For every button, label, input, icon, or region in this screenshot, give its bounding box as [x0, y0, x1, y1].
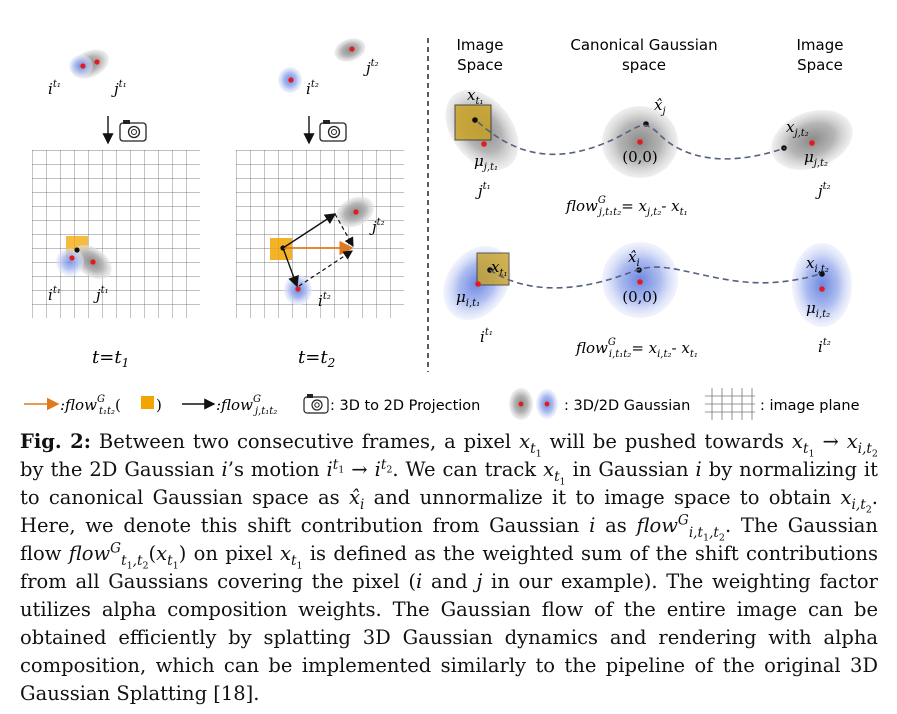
panel-middle: jt₂ it₂ jt₂ it₂ t=t2	[236, 38, 404, 370]
svg-text:x̂j: x̂j	[654, 96, 666, 117]
figure-label: Fig. 2:	[20, 430, 91, 453]
svg-text:it₁: it₁	[480, 327, 493, 346]
panel-left: it₁ jt₁ it₁ jt₁ t=t1	[32, 49, 200, 370]
svg-text:it₂: it₂	[306, 79, 319, 98]
svg-text:Image: Image	[797, 36, 844, 54]
svg-text:μj,t₂: μj,t₂	[804, 148, 828, 169]
camera-icon	[119, 120, 147, 142]
camera-icon-2	[319, 120, 347, 142]
svg-text:jt₁: jt₁	[475, 181, 491, 200]
svg-text:it₁: it₁	[48, 79, 61, 98]
row-gaussian-j: xt₁ μj,t₁ jt₁ x̂j (0,0) xj,t₂ μj,t₂ jt₂ …	[445, 86, 853, 218]
svg-text:): )	[156, 396, 162, 414]
panel-right: Image Space Canonical Gaussian space Ima…	[443, 36, 853, 360]
svg-text:μj,t₁: μj,t₁	[474, 152, 498, 173]
svg-text:Space: Space	[797, 56, 843, 74]
svg-text:: 3D/2D Gaussian: : 3D/2D Gaussian	[564, 398, 690, 414]
svg-text:xt₁: xt₁	[491, 258, 508, 279]
svg-text:jt₂: jt₂	[363, 58, 379, 77]
figure-caption: Fig. 2: Between two consecutive frames, …	[20, 428, 878, 708]
caption-text: Between two consecutive frames, a pixel …	[20, 430, 878, 705]
figure-diagram: it₁ jt₁ it₁ jt₁ t=t1 jt₂ it₂	[24, 36, 860, 420]
svg-text:it₂: it₂	[818, 337, 831, 356]
svg-text:it₁: it₁	[48, 285, 61, 304]
svg-text:Space: Space	[457, 56, 503, 74]
svg-text:Image: Image	[457, 36, 504, 54]
svg-text:x̂i: x̂i	[628, 248, 640, 269]
svg-text:jt₂: jt₂	[815, 181, 831, 200]
camera-legend-icon	[303, 394, 329, 414]
svg-text:space: space	[622, 56, 666, 74]
svg-text:flowGi,t₁t₂= xi,t₂- xt₁: flowGi,t₁t₂= xi,t₂- xt₁	[575, 337, 698, 360]
svg-text:(0,0): (0,0)	[622, 148, 658, 166]
svg-text:: image plane: : image plane	[760, 398, 860, 414]
svg-text:xj,t₂: xj,t₂	[786, 118, 809, 139]
image-plane-grid	[32, 150, 200, 318]
svg-text:xi,t₂: xi,t₂	[806, 254, 829, 275]
svg-text:jt₁: jt₁	[111, 79, 127, 98]
image-plane-grid-2	[236, 150, 404, 318]
time-label-t1: t=t1	[92, 347, 129, 370]
svg-text:jt₁: jt₁	[93, 285, 109, 304]
time-label-t2: t=t2	[298, 347, 335, 370]
svg-text:(0,0): (0,0)	[622, 288, 658, 306]
svg-text:μi,t₂: μi,t₂	[806, 299, 830, 320]
orange-square-icon	[141, 396, 154, 409]
svg-text:xt₁: xt₁	[467, 86, 484, 107]
svg-text:: 3D to 2D Projection: : 3D to 2D Projection	[330, 398, 480, 414]
svg-text:Canonical Gaussian: Canonical Gaussian	[570, 36, 717, 54]
image-plane-icon	[705, 388, 755, 420]
svg-text:jt₂: jt₂	[369, 217, 385, 236]
svg-text:μi,t₁: μi,t₁	[456, 288, 480, 309]
row-gaussian-i: xt₁ μi,t₁ it₁ x̂i (0,0) xi,t₂ μi,t₂ it₂ …	[443, 242, 852, 360]
svg-text:it₂: it₂	[318, 291, 331, 310]
